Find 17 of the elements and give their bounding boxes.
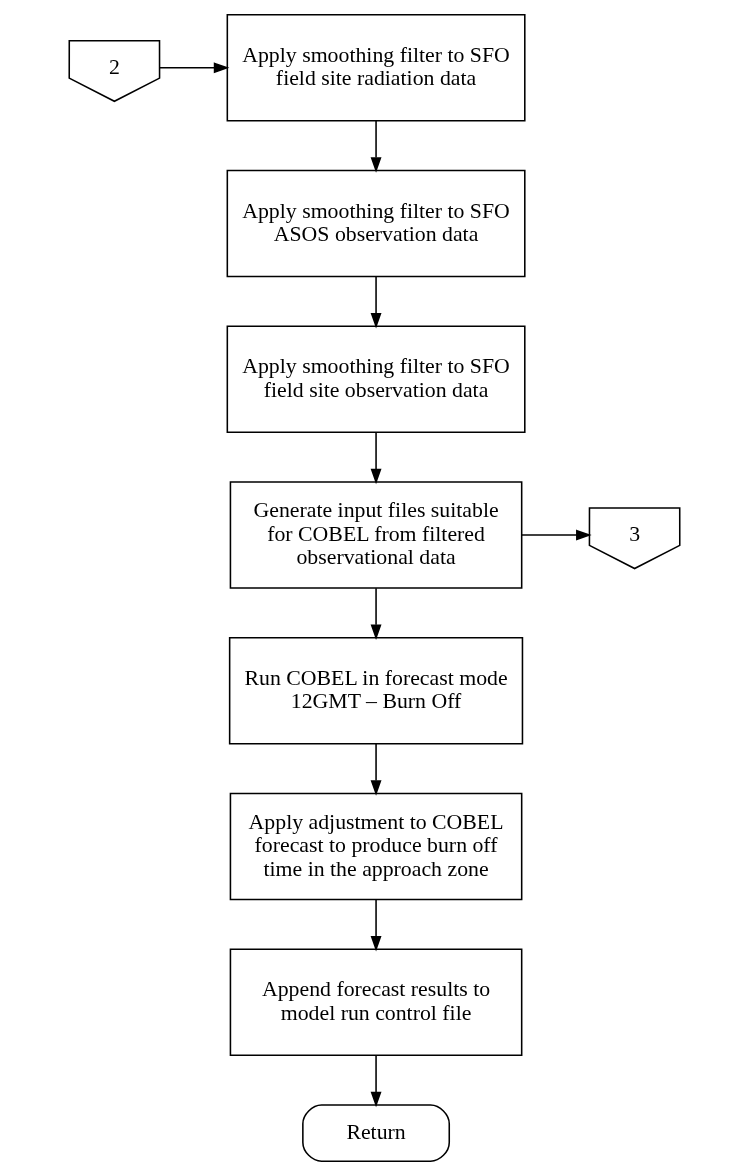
arrow xyxy=(370,120,382,173)
node-box: Generate input files suitable for COBEL from filtered observational data xyxy=(229,481,523,589)
arrow xyxy=(370,899,382,952)
arrow xyxy=(370,431,382,485)
node-box: Apply smoothing filter to SFO ASOS observation data xyxy=(226,169,526,278)
node-box: Run COBEL in forecast mode 12GMT – Burn Off xyxy=(228,637,524,745)
arrow xyxy=(370,743,382,796)
node-box: Return xyxy=(302,1104,451,1162)
node-box: Append forecast results to model run control file xyxy=(229,948,523,1057)
arrow xyxy=(159,62,230,74)
arrow xyxy=(521,529,592,541)
arrow xyxy=(370,1055,382,1108)
node-box: Apply adjustment to COBEL forecast to produce burn off time in the approach zone xyxy=(229,792,523,901)
arrow xyxy=(370,587,382,640)
node-box: Apply smoothing filter to SFO field site radiation data xyxy=(226,14,526,122)
arrow xyxy=(370,276,382,329)
node-box: Apply smoothing filter to SFO field site observation data xyxy=(226,325,526,434)
